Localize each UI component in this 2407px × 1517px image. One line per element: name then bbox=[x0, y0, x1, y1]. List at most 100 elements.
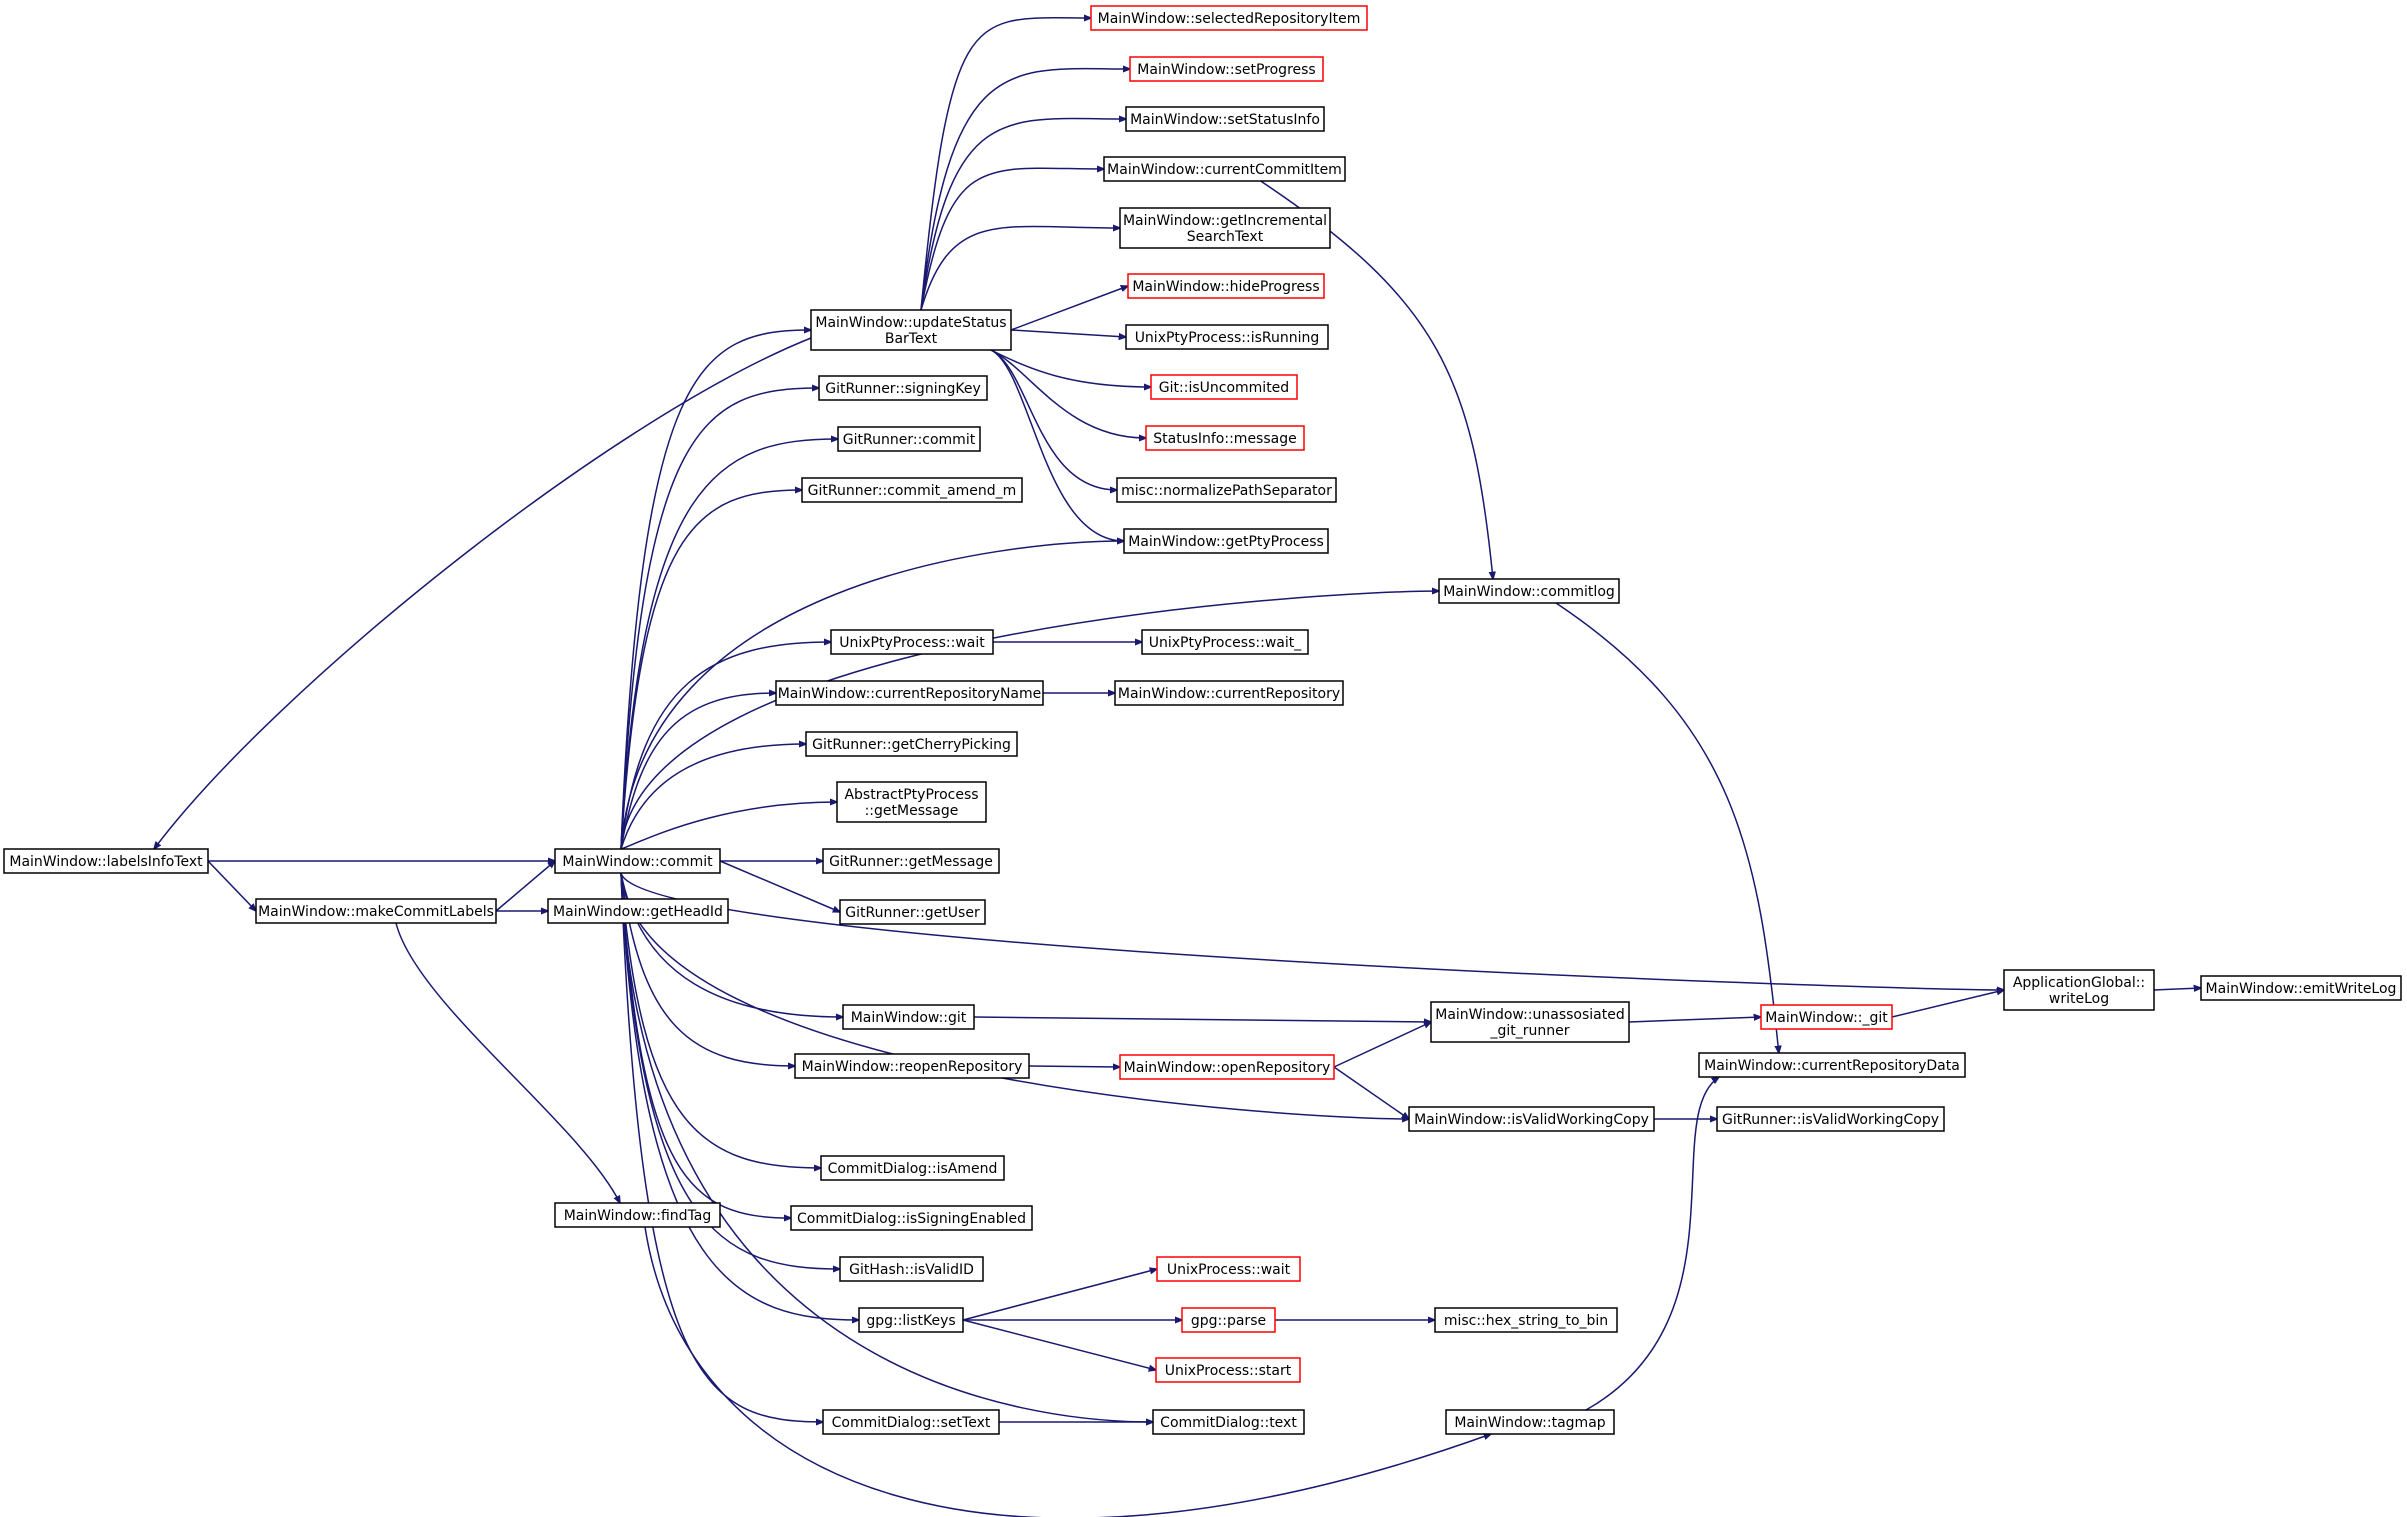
node-box bbox=[1156, 1256, 1301, 1282]
node-isValidID[interactable]: GitHash::isValidID bbox=[839, 1256, 984, 1282]
edge-updateStatusBarText-to-isUncommited bbox=[990, 349, 1151, 387]
node-label: ApplicationGlobal:: bbox=[2013, 975, 2145, 991]
node-upStart[interactable]: UnixProcess::start bbox=[1155, 1357, 1301, 1383]
node-getCherryPicking[interactable]: GitRunner::getCherryPicking bbox=[805, 731, 1018, 757]
node-box bbox=[1125, 324, 1329, 350]
node-hideProgress[interactable]: MainWindow::hideProgress bbox=[1127, 273, 1325, 299]
node-box bbox=[836, 781, 987, 823]
edge-labelsInfoText-to-makeCommitLabels bbox=[207, 860, 256, 911]
node-reopenRepository[interactable]: MainWindow::reopenRepository bbox=[794, 1053, 1030, 1079]
node-labelsInfoText[interactable]: MainWindow::labelsInfoText bbox=[3, 848, 209, 874]
node-label: MainWindow::labelsInfoText bbox=[9, 854, 203, 870]
node-isValidWorkingCopy[interactable]: MainWindow::isValidWorkingCopy bbox=[1408, 1106, 1655, 1132]
node-isAmend[interactable]: CommitDialog::isAmend bbox=[820, 1155, 1005, 1181]
node-makeCommitLabels[interactable]: MainWindow::makeCommitLabels bbox=[255, 898, 497, 924]
node-label: GitRunner::commit_amend_m bbox=[808, 483, 1017, 499]
node-commitlog[interactable]: MainWindow::commitlog bbox=[1438, 578, 1620, 604]
node-_git[interactable]: MainWindow::_git bbox=[1760, 1004, 1893, 1030]
node-gpgParse[interactable]: gpg::parse bbox=[1181, 1307, 1276, 1333]
node-label: MainWindow::getHeadId bbox=[553, 904, 723, 920]
node-box bbox=[822, 848, 1000, 874]
node-upWait[interactable]: UnixProcess::wait bbox=[1156, 1256, 1301, 1282]
edge-commit-to-abstractGetMessage bbox=[620, 802, 837, 850]
node-isRunning[interactable]: UnixPtyProcess::isRunning bbox=[1125, 324, 1329, 350]
node-currentCommitItem[interactable]: MainWindow::currentCommitItem bbox=[1103, 156, 1346, 182]
node-hexStringToBin[interactable]: misc::hex_string_to_bin bbox=[1434, 1307, 1618, 1333]
node-getUser[interactable]: GitRunner::getUser bbox=[839, 899, 986, 925]
node-signingKey[interactable]: GitRunner::signingKey bbox=[818, 375, 988, 401]
edge-commit-to-ptyWait bbox=[620, 642, 831, 850]
node-box bbox=[794, 1053, 1030, 1079]
node-label: MainWindow::git bbox=[851, 1010, 967, 1026]
edge-commit-to-getUser bbox=[719, 860, 840, 912]
node-grCommit[interactable]: GitRunner::commit bbox=[837, 426, 981, 452]
node-tagmap[interactable]: MainWindow::tagmap bbox=[1445, 1409, 1615, 1435]
node-listKeys[interactable]: gpg::listKeys bbox=[858, 1307, 964, 1333]
node-label: MainWindow::currentCommitItem bbox=[1107, 162, 1342, 178]
node-writeLog[interactable]: ApplicationGlobal::writeLog bbox=[2003, 969, 2155, 1011]
node-getPtyProcess[interactable]: MainWindow::getPtyProcess bbox=[1123, 528, 1329, 554]
node-isSigningEnabled[interactable]: CommitDialog::isSigningEnabled bbox=[790, 1205, 1033, 1231]
node-grGetMessage[interactable]: GitRunner::getMessage bbox=[822, 848, 1000, 874]
edge-makeCommitLabels-to-findTag bbox=[395, 922, 620, 1203]
edge-openRepository-to-unassosiated bbox=[1333, 1022, 1431, 1068]
node-box bbox=[1698, 1052, 1966, 1078]
edge-commit-to-isValidWorkingCopy bbox=[620, 872, 1409, 1119]
node-box bbox=[1127, 273, 1325, 299]
node-ptyWait_[interactable]: UnixPtyProcess::wait_ bbox=[1141, 629, 1309, 655]
edge-updateStatusBarText-to-isRunning bbox=[1010, 329, 1126, 337]
node-box bbox=[1090, 5, 1368, 31]
edge-updateStatusBarText-to-getPtyProcess bbox=[990, 349, 1124, 541]
node-getHeadId[interactable]: MainWindow::getHeadId bbox=[547, 898, 729, 924]
node-box bbox=[1152, 1409, 1305, 1435]
node-box bbox=[1116, 477, 1337, 503]
node-currentRepositoryData[interactable]: MainWindow::currentRepositoryData bbox=[1698, 1052, 1966, 1078]
node-cdText[interactable]: CommitDialog::text bbox=[1152, 1409, 1305, 1435]
node-box bbox=[775, 680, 1044, 706]
node-message[interactable]: StatusInfo::message bbox=[1145, 425, 1305, 451]
node-currentRepository[interactable]: MainWindow::currentRepository bbox=[1114, 680, 1344, 706]
node-commit[interactable]: MainWindow::commit bbox=[554, 848, 721, 874]
node-box bbox=[1103, 156, 1346, 182]
edge-commit-to-cdText bbox=[620, 872, 1153, 1422]
node-abstractGetMessage[interactable]: AbstractPtyProcess::getMessage bbox=[836, 781, 987, 823]
node-setText[interactable]: CommitDialog::setText bbox=[822, 1409, 1000, 1435]
edge-updateStatusBarText-to-normalizePathSeparator bbox=[990, 349, 1117, 490]
node-isUncommited[interactable]: Git::isUncommited bbox=[1150, 374, 1298, 400]
node-selectedRepositoryItem[interactable]: MainWindow::selectedRepositoryItem bbox=[1090, 5, 1368, 31]
node-label: SearchText bbox=[1187, 229, 1264, 245]
edge-updateStatusBarText-to-hideProgress bbox=[1010, 286, 1128, 331]
node-label: misc::normalizePathSeparator bbox=[1121, 483, 1332, 499]
node-normalizePathSeparator[interactable]: misc::normalizePathSeparator bbox=[1116, 477, 1337, 503]
node-mwGit[interactable]: MainWindow::git bbox=[842, 1004, 975, 1030]
node-label: MainWindow::commit bbox=[562, 854, 713, 870]
node-setProgress[interactable]: MainWindow::setProgress bbox=[1129, 56, 1324, 82]
edge-updateStatusBarText-to-getIncrementalSearchText bbox=[920, 226, 1120, 311]
node-unassosiated[interactable]: MainWindow::unassosiated_git_runner bbox=[1430, 1001, 1630, 1043]
node-label: MainWindow::currentRepositoryData bbox=[1704, 1058, 1960, 1074]
node-box bbox=[1716, 1106, 1945, 1132]
node-label: StatusInfo::message bbox=[1153, 431, 1296, 447]
node-openRepository[interactable]: MainWindow::openRepository bbox=[1119, 1054, 1335, 1080]
node-box bbox=[839, 899, 986, 925]
edge-updateStatusBarText-to-selectedRepositoryItem bbox=[920, 18, 1091, 311]
edge-commit-to-isSigningEnabled bbox=[620, 872, 791, 1218]
node-label: MainWindow::unassosiated bbox=[1435, 1007, 1625, 1023]
node-grIsValidWorkingCopy[interactable]: GitRunner::isValidWorkingCopy bbox=[1716, 1106, 1945, 1132]
edge-updateStatusBarText-to-currentCommitItem bbox=[920, 168, 1104, 311]
node-emitWriteLog[interactable]: MainWindow::emitWriteLog bbox=[2200, 975, 2402, 1001]
node-currentRepositoryName[interactable]: MainWindow::currentRepositoryName bbox=[775, 680, 1044, 706]
node-box bbox=[810, 309, 1012, 351]
node-label: MainWindow::currentRepositoryName bbox=[778, 686, 1042, 702]
node-box bbox=[1408, 1106, 1655, 1132]
node-box bbox=[1125, 106, 1325, 132]
node-ptyWait[interactable]: UnixPtyProcess::wait bbox=[830, 629, 994, 655]
node-commitAmend[interactable]: GitRunner::commit_amend_m bbox=[801, 477, 1023, 503]
edge-commit-to-reopenRepository bbox=[620, 872, 795, 1066]
edge-commit-to-setText bbox=[620, 872, 823, 1422]
node-findTag[interactable]: MainWindow::findTag bbox=[554, 1202, 721, 1228]
node-setStatusInfo[interactable]: MainWindow::setStatusInfo bbox=[1125, 106, 1325, 132]
